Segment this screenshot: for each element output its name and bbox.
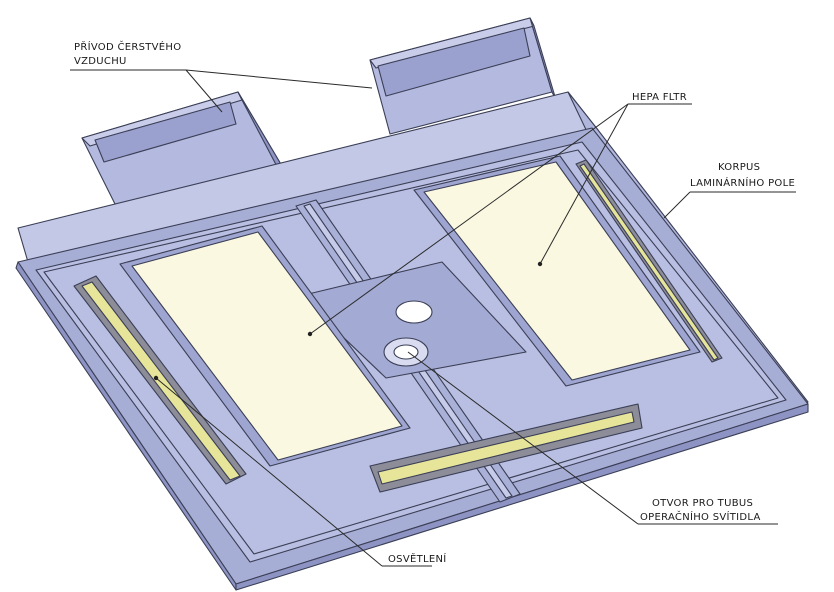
fresh-air-duct-right	[369, 17, 557, 135]
label-opening-1: OTVOR PRO TUBUS	[652, 498, 753, 509]
label-fresh-air-1: PŘÍVOD ČERSTVÉHO	[74, 40, 181, 53]
lighting-fixture-bottom	[369, 403, 643, 493]
label-lighting: OSVĚTLENÍ	[388, 552, 447, 565]
light-tube-opening	[383, 300, 433, 367]
label-hepa: HEPA FLTR	[632, 92, 687, 103]
label-fresh-air-2: VZDUCHU	[74, 56, 127, 67]
hepa-filter-right	[413, 155, 701, 387]
lighting-fixture-right	[575, 159, 723, 363]
label-opening-2: OPERAČNÍHO SVÍTIDLA	[640, 510, 761, 523]
label-body-1: KORPUS	[718, 162, 760, 173]
leader-lines	[70, 69, 796, 567]
hepa-filter-left	[119, 225, 411, 467]
fresh-air-duct-left	[81, 91, 283, 211]
label-body-2: LAMINÁRNÍHO POLE	[690, 176, 795, 189]
lighting-fixture-left	[73, 275, 247, 485]
